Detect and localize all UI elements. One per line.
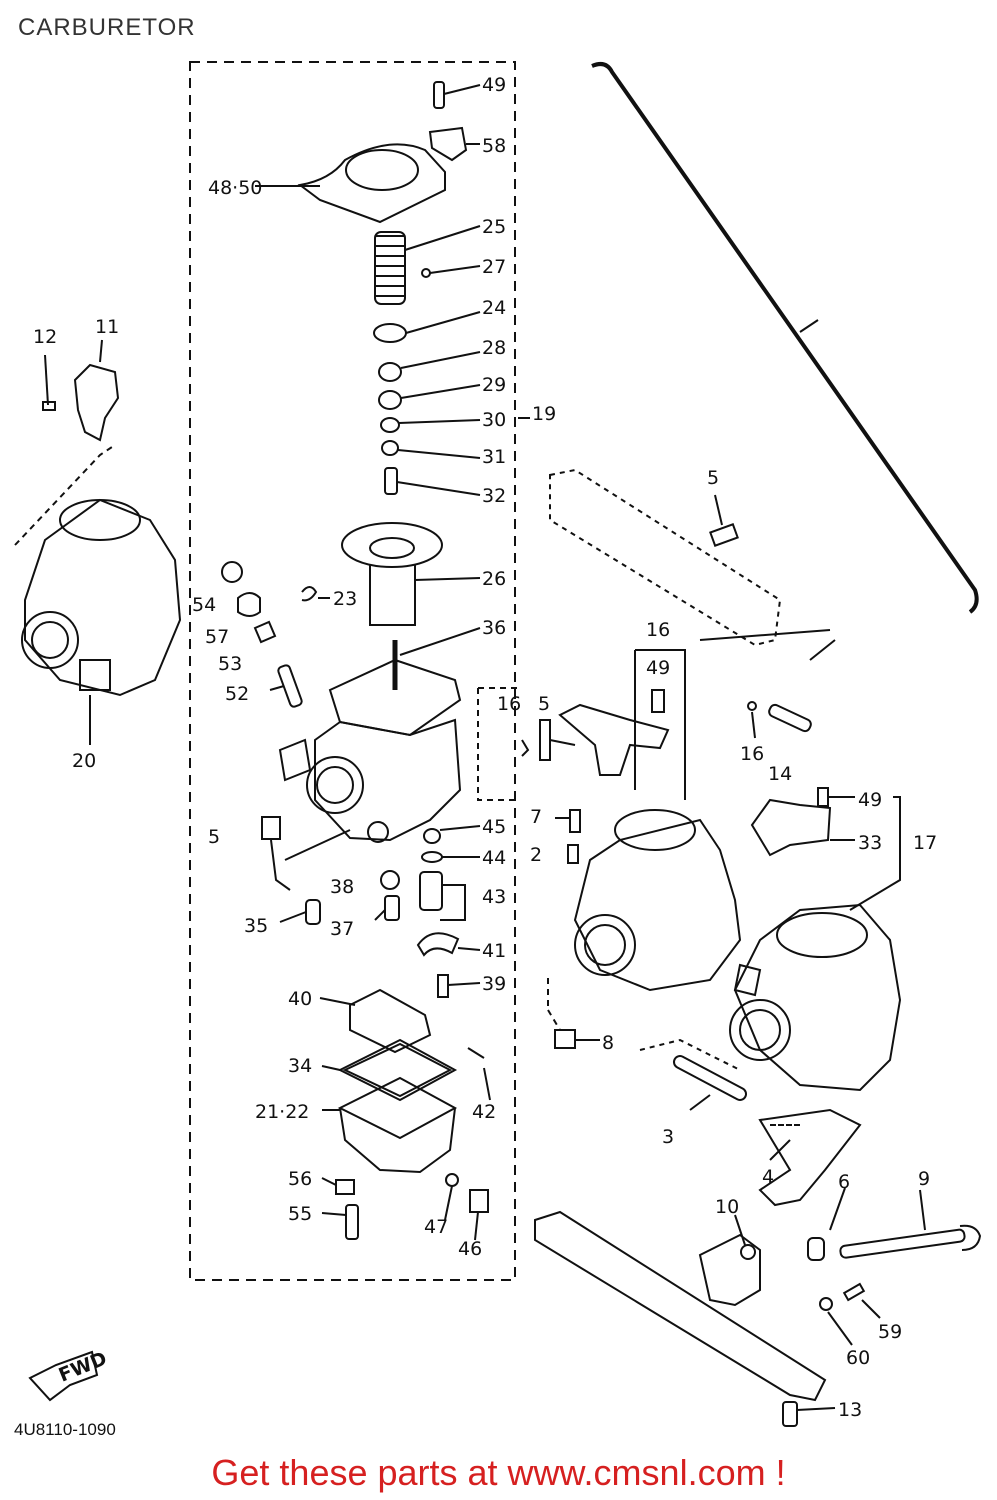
bracket-17-part [750, 787, 901, 911]
callout-30: 30 [482, 409, 506, 431]
callout-7: 7 [530, 806, 542, 828]
callout-23: 23 [333, 588, 357, 610]
shaft-3-part [639, 1038, 748, 1111]
float-bowl-assembly [319, 988, 491, 1241]
callout-20: 20 [72, 750, 96, 772]
callout-32: 32 [482, 485, 506, 507]
bracket-11-part [42, 339, 120, 442]
footer-link[interactable]: Get these parts at www.cmsnl.com ! [211, 1452, 786, 1493]
upper-rail-part [549, 468, 836, 661]
clip-23-part [301, 586, 330, 602]
callout-53: 53 [218, 653, 242, 675]
callout-21-22: 21·22 [255, 1101, 309, 1123]
callout-14: 14 [768, 763, 792, 785]
screws-59-60 [819, 1282, 881, 1346]
callout-29: 29 [482, 374, 506, 396]
callout-8: 8 [602, 1032, 614, 1054]
callout-58: 58 [482, 135, 506, 157]
callout-6: 6 [838, 1171, 850, 1193]
drawing-code: 4U8110-1090 [14, 1420, 116, 1439]
callout-57: 57 [205, 626, 229, 648]
callout-19: 19 [532, 403, 556, 425]
callout-45: 45 [482, 816, 506, 838]
page-title: CARBURETOR [18, 14, 196, 41]
right-carb-far [729, 903, 902, 1092]
callout-27: 27 [482, 256, 506, 278]
callout-55: 55 [288, 1203, 312, 1225]
callout-41: 41 [482, 940, 506, 962]
needle-36-part [392, 627, 481, 690]
callout-12: 12 [33, 326, 57, 348]
piston-26-part [341, 522, 481, 626]
callout-56: 56 [288, 1168, 312, 1190]
callout-47: 47 [424, 1216, 448, 1238]
screw-5-right [709, 494, 739, 547]
callout-28: 28 [482, 337, 506, 359]
sensor-5-part [261, 816, 351, 891]
callout-16-upper: 16 [646, 619, 670, 641]
jet-parts-lower [279, 825, 481, 998]
bracket-58-part [428, 126, 480, 162]
callout-5-right: 5 [707, 467, 719, 489]
callout-2: 2 [530, 844, 542, 866]
callout-40: 40 [288, 988, 312, 1010]
callout-49: 49 [482, 74, 506, 96]
main-carb-body [278, 658, 462, 843]
callout-48-50: 48·50 [208, 177, 262, 199]
callout-labels: 49 58 48·50 25 27 24 28 29 30 19 31 32 2… [33, 74, 937, 1421]
callout-39: 39 [482, 973, 506, 995]
callout-4: 4 [762, 1166, 774, 1188]
callout-49-right: 49 [858, 789, 882, 811]
callout-9: 9 [918, 1168, 930, 1190]
bracket-16-49-part [558, 649, 686, 800]
callout-38: 38 [330, 876, 354, 898]
callout-36: 36 [482, 617, 506, 639]
carb-20-assembly [14, 444, 182, 745]
link-14-part [747, 701, 812, 739]
callout-35: 35 [244, 915, 268, 937]
cable-9-part [807, 1187, 982, 1261]
cap-screw-part [433, 81, 481, 109]
callout-26: 26 [482, 568, 506, 590]
callout-17: 17 [913, 832, 937, 854]
callout-54: 54 [192, 594, 216, 616]
callout-60: 60 [846, 1347, 870, 1369]
callout-25: 25 [482, 216, 506, 238]
callout-13: 13 [838, 1399, 862, 1421]
callout-46: 46 [458, 1238, 482, 1260]
callout-5-center: 5 [538, 693, 550, 715]
spring-25-part [374, 225, 481, 305]
small-parts-stack [373, 265, 530, 496]
callout-24: 24 [482, 297, 506, 319]
diaphragm-cover-part [255, 143, 446, 224]
callout-31: 31 [482, 446, 506, 468]
lower-rail-part [534, 1210, 827, 1402]
callout-37: 37 [330, 918, 354, 940]
callout-16-center: 16 [497, 693, 521, 715]
hose-line [591, 62, 979, 614]
callout-16-right: 16 [740, 743, 764, 765]
callout-44: 44 [482, 847, 506, 869]
callout-33: 33 [858, 832, 882, 854]
lever-4-part [758, 1108, 862, 1207]
callout-49-bracket: 49 [646, 657, 670, 679]
callout-34: 34 [288, 1055, 312, 1077]
callout-42: 42 [472, 1101, 496, 1123]
screw-13-part [782, 1401, 836, 1427]
right-carb-middle [547, 809, 742, 1049]
callout-5-left: 5 [208, 826, 220, 848]
bracket-10-part [698, 1214, 761, 1307]
fitting-5-part [521, 719, 576, 761]
parts-52-57 [221, 561, 303, 708]
callout-43: 43 [482, 886, 506, 908]
callout-11: 11 [95, 316, 119, 338]
callout-59: 59 [878, 1321, 902, 1343]
fwd-arrow [28, 1350, 99, 1402]
callout-3: 3 [662, 1126, 674, 1148]
callout-52: 52 [225, 683, 249, 705]
callout-10: 10 [715, 1196, 739, 1218]
